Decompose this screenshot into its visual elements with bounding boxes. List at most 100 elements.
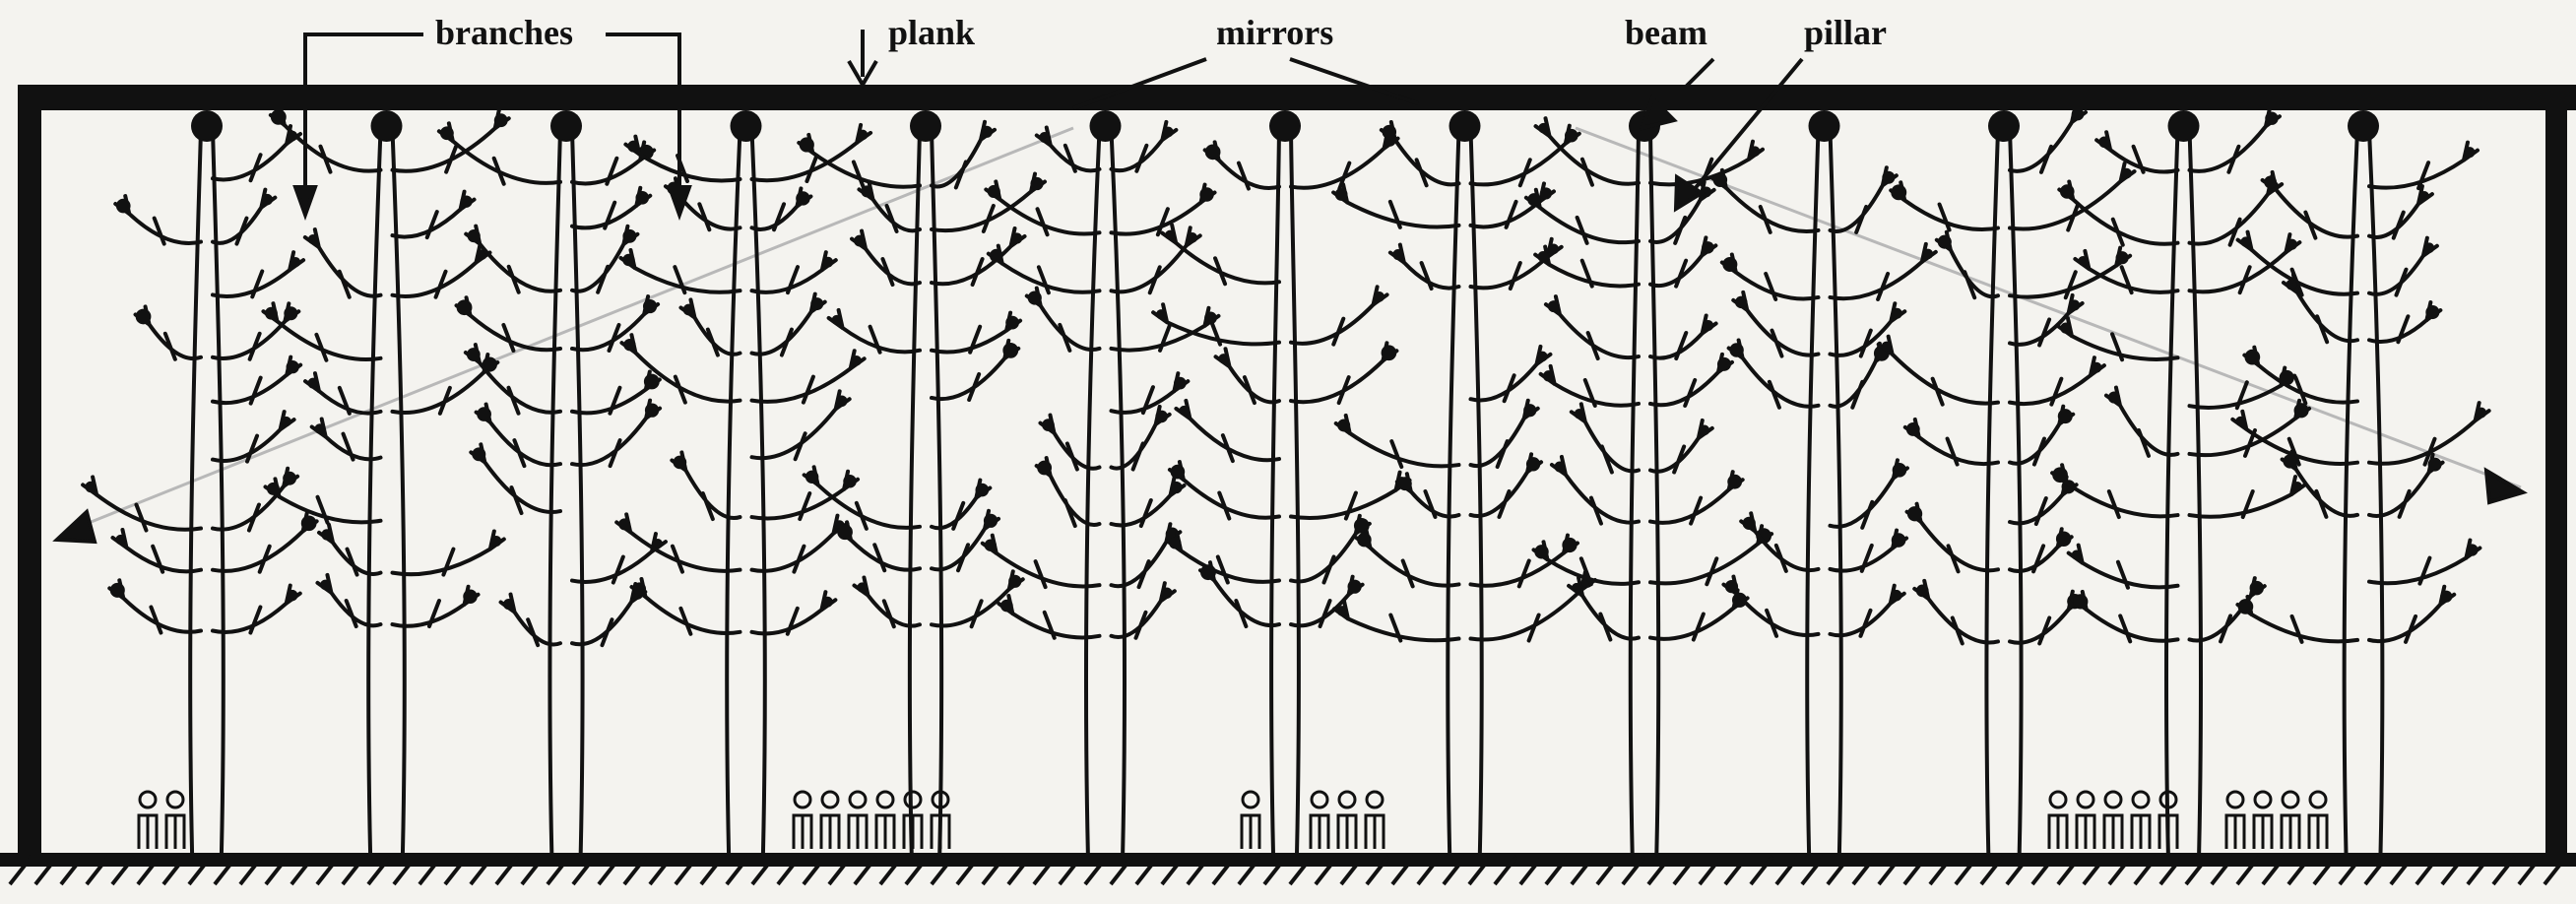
branch <box>1546 296 1639 358</box>
branch-stub <box>1156 309 1166 319</box>
branch-stub <box>854 235 866 247</box>
branch-stub <box>805 471 818 484</box>
branch <box>932 228 1025 285</box>
branch-stub <box>857 582 867 592</box>
branch-stub <box>1540 187 1552 199</box>
branch-stub <box>2098 136 2110 148</box>
branch-stub <box>837 524 853 540</box>
branch-stub <box>116 199 131 214</box>
left-arrowhead <box>57 512 95 542</box>
branch <box>1167 533 1279 582</box>
branch-stub <box>985 540 997 551</box>
branch-stub <box>673 456 686 470</box>
person-head <box>2133 792 2149 807</box>
branch-stub <box>810 297 823 310</box>
branch-stub <box>1527 193 1540 206</box>
branch-stub <box>2465 147 2476 158</box>
branch-stub <box>301 515 317 531</box>
branch-stub <box>1729 343 1743 356</box>
branch <box>1879 337 1998 405</box>
branch <box>1170 462 1279 518</box>
branch-stub <box>477 407 491 421</box>
branch-stub <box>622 254 634 266</box>
beam-knot <box>1988 110 2020 142</box>
branch-stub <box>1891 184 1906 200</box>
branch <box>1291 473 1410 519</box>
tree-pillars <box>83 104 2489 853</box>
person-body <box>1311 815 1328 849</box>
branch-stub <box>1357 533 1372 548</box>
branch-stub <box>1200 564 1216 580</box>
branch <box>1471 572 1595 641</box>
branch-stub <box>1534 545 1548 558</box>
hall-frame <box>0 85 2576 867</box>
person-body <box>2077 815 2094 849</box>
person-body <box>2254 815 2272 849</box>
branch <box>1291 287 1387 344</box>
person-head <box>822 792 838 807</box>
person-body <box>849 815 867 849</box>
branch-stub <box>976 484 990 497</box>
branch-stub <box>1562 538 1577 552</box>
branch <box>1471 126 1579 186</box>
branch-stub <box>1187 232 1197 243</box>
branch <box>1541 366 1639 406</box>
branch-stub <box>2052 467 2068 483</box>
branch-stub <box>110 583 125 598</box>
branch-stub <box>1392 249 1403 260</box>
branch <box>1534 542 1639 584</box>
branch-stub <box>1717 357 1731 371</box>
branch <box>213 586 300 633</box>
tree-trunk <box>1986 130 2021 853</box>
branch <box>805 467 920 529</box>
person-body <box>1242 815 1259 849</box>
beam-knot <box>1090 110 1122 142</box>
branch-stub <box>2265 111 2278 124</box>
person-body <box>2159 815 2177 849</box>
person-body <box>821 815 839 849</box>
branch <box>2369 403 2489 465</box>
branch-stub <box>2060 184 2075 199</box>
person-body <box>2309 815 2327 849</box>
branch-stub <box>308 234 318 244</box>
branch-stub <box>822 257 833 268</box>
branch-stub <box>2292 482 2302 491</box>
branch <box>112 530 201 572</box>
branch-stub <box>1042 419 1055 431</box>
tree-pillar <box>799 110 1045 853</box>
tree-trunk <box>1448 130 1481 853</box>
branch-stub <box>1199 187 1213 201</box>
branch <box>2369 541 2479 584</box>
beam-knot <box>1809 110 1840 142</box>
branch-stub <box>643 299 657 313</box>
branch <box>2010 248 2130 297</box>
branch-stub <box>836 395 848 407</box>
branch <box>393 244 490 296</box>
tree-trunk <box>727 130 765 853</box>
branch-stub <box>1538 123 1549 134</box>
branch <box>983 536 1100 587</box>
branch-stub <box>635 191 649 205</box>
branch-stub <box>981 126 993 138</box>
branch-stub <box>1030 177 1043 190</box>
branch-stub <box>1002 343 1018 358</box>
branch-stub <box>1565 129 1578 143</box>
branch-stub <box>1702 241 1714 254</box>
branch-stub <box>1892 533 1906 548</box>
branch <box>213 252 303 296</box>
person-head <box>2310 792 2326 807</box>
branch <box>1176 401 1279 461</box>
branch <box>1112 227 1200 292</box>
branch-stub <box>1743 517 1756 530</box>
person-head <box>2283 792 2298 807</box>
tree-pillar <box>2052 108 2309 853</box>
branch-stub <box>2235 417 2245 426</box>
branch-stub <box>2078 256 2088 266</box>
branch-stub <box>1335 188 1348 201</box>
branch-stub <box>1891 590 1902 602</box>
branch-stub <box>1383 125 1397 140</box>
beam-knot <box>1449 110 1481 142</box>
beam-plank-top <box>18 85 2576 110</box>
person-body <box>2049 815 2067 849</box>
